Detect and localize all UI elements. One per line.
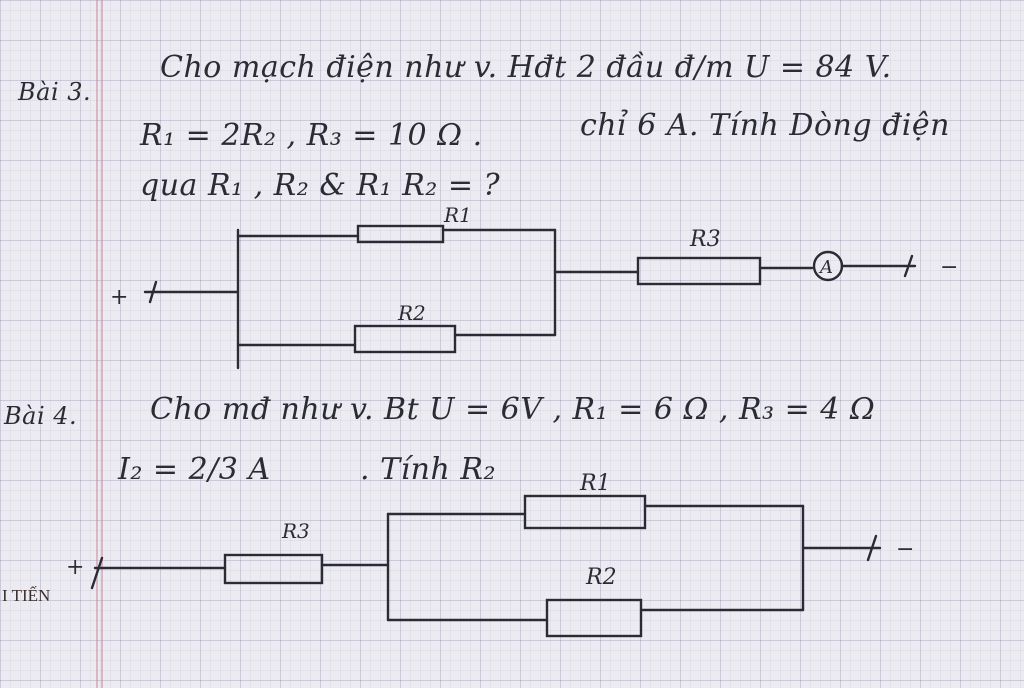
- terminal-slash-right-2: [866, 534, 878, 562]
- resistor-r1: [356, 224, 445, 244]
- ammeter-label: A: [818, 257, 833, 278]
- resistor-r1-label: R1: [443, 203, 472, 227]
- circuit-2: + − R1 R2 R3: [66, 471, 914, 638]
- resistor-r3: [636, 256, 762, 286]
- plus-sign-2: +: [66, 555, 84, 580]
- problem4-ask: . Tính R₂: [360, 452, 496, 487]
- resistor-r2-2: [545, 598, 643, 638]
- resistor-r1-label-2: R1: [579, 471, 611, 496]
- problem3-line1: Cho mạch điện như v. Hđt 2 đầu đ/m U = 8…: [160, 50, 892, 85]
- resistor-r1-2: [523, 494, 647, 530]
- resistor-r2-label-2: R2: [585, 565, 617, 590]
- plus-sign-1: +: [110, 285, 128, 310]
- terminal-slash-left-2: [90, 556, 104, 590]
- resistor-r2: [353, 324, 457, 354]
- problem4-line1: Cho mđ như v. Bt U = 6V , R₁ = 6 Ω , R₃ …: [150, 392, 876, 427]
- problem3-question: qua R₁ , R₂ & R₁ R₂ = ?: [140, 168, 501, 203]
- resistor-r3-label: R3: [689, 227, 721, 252]
- resistor-r3-label-2: R3: [281, 519, 310, 543]
- resistor-r2-label: R2: [397, 301, 426, 325]
- terminal-slash-left: [148, 280, 158, 304]
- minus-sign-1: −: [940, 255, 958, 280]
- problem3-label: Bài 3.: [18, 78, 92, 106]
- problem4-current: I₂ = 2/3 A: [118, 452, 271, 487]
- minus-sign-2: −: [896, 537, 914, 562]
- problem4-label: Bài 4.: [4, 402, 78, 430]
- problem3-resistor-values: R₁ = 2R₂ , R₃ = 10 Ω .: [140, 118, 483, 153]
- problem3-ammeter-note: chỉ 6 A. Tính Dòng điện: [580, 108, 950, 143]
- margin-line-left: [96, 0, 98, 688]
- margin-print-text: I TIẾN: [2, 586, 51, 605]
- terminal-slash-right: [903, 254, 914, 278]
- circuit-1: + − R1 R2 R3 A: [110, 203, 958, 370]
- resistor-r3-2: [223, 553, 324, 585]
- margin-line-right: [101, 0, 103, 688]
